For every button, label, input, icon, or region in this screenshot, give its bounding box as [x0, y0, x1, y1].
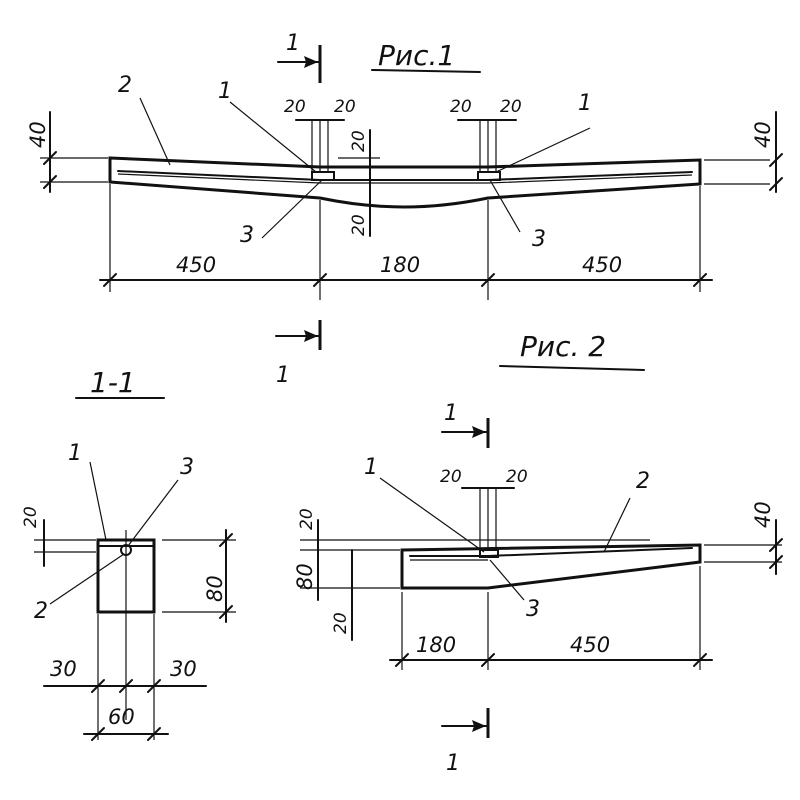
section-arrowhead-bottom	[304, 330, 318, 342]
section-plate-leader	[89, 461, 107, 541]
fig2-dim-span-a: 180	[416, 633, 456, 657]
fig2-tick-b2	[481, 653, 495, 667]
fig2-label-bar: 2	[636, 469, 650, 494]
fig1-dim-left: 450	[176, 253, 216, 277]
fig2-dim-h-total: 80	[293, 563, 317, 590]
fig2-dim-span-b: 450	[570, 633, 610, 657]
fig1-tick-tl2	[43, 175, 57, 189]
fig2-dim-top-a: 20	[440, 467, 462, 487]
fig1-weld-right-leader	[489, 179, 521, 233]
fig1-dim-thick-left-label: 40	[26, 121, 50, 148]
fig2-section-mark-top: 1	[444, 401, 458, 426]
fig2-dim-right-label: 40	[751, 501, 775, 528]
fig2-title-underline	[499, 365, 645, 371]
fig1-title: Рис.1	[378, 39, 455, 72]
section-label-plate: 1	[68, 441, 82, 466]
section-tick-w1	[91, 727, 105, 741]
fig2-label-plate: 1	[364, 455, 378, 480]
fig2-dim-h-bot: 20	[331, 612, 351, 634]
fig1-weld-left-leader	[261, 179, 323, 239]
section-tick-h2	[219, 605, 233, 619]
section-label-weld: 3	[180, 455, 194, 480]
fig2-beam-outline	[400, 543, 702, 590]
fig2-section-mark-bottom: 1	[446, 751, 460, 776]
fig1-bar	[117, 170, 693, 181]
fig1-plate-left-leader	[229, 101, 317, 173]
fig2-tick-r2	[769, 555, 783, 569]
section-tick-b2	[119, 679, 133, 693]
figure-2: Рис. 2 1 1 1 2 3 20 20	[293, 330, 783, 776]
fig2-arrowhead-bottom	[472, 720, 486, 732]
fig1-plate-right-leader	[495, 127, 591, 173]
fig1-tick-3	[481, 273, 495, 287]
fig2-dim-h-top: 20	[297, 508, 317, 530]
fig2-title: Рис. 2	[520, 330, 606, 363]
fig1-tick-tr1	[769, 153, 783, 167]
fig1-tick-1	[103, 273, 117, 287]
fig1-dim-top-d: 20	[500, 97, 522, 117]
fig1-label-plate-right: 1	[578, 91, 592, 116]
fig1-dim-top-a: 20	[284, 97, 306, 117]
fig1-label-weld-left: 3	[240, 223, 254, 248]
fig1-title-underline	[371, 69, 481, 73]
fig2-dim-top-b: 20	[506, 467, 528, 487]
fig2-arrowhead-top	[472, 426, 486, 438]
section-weld-leader	[127, 479, 179, 547]
fig1-section-mark-top: 1	[286, 31, 300, 56]
section-tick-b1	[91, 679, 105, 693]
fig1-tick-tl1	[43, 151, 57, 165]
fig1-tick-2	[313, 273, 327, 287]
fig1-plate-left	[311, 171, 335, 181]
fig2-weld-leader	[489, 559, 525, 601]
fig1-dim-thick-right-label: 40	[751, 121, 775, 148]
fig1-dim-top-c: 20	[450, 97, 472, 117]
section-dim-width-label: 60	[108, 705, 135, 729]
fig1-tick-4	[693, 273, 707, 287]
fig1-dim-v-top: 20	[349, 130, 369, 152]
fig1-label-plate-left: 1	[218, 79, 232, 104]
section-arrowhead-top	[304, 56, 318, 68]
fig1-beam-outline	[108, 156, 702, 209]
fig1-label-bar: 2	[118, 73, 132, 98]
fig1-plate-right	[477, 171, 501, 181]
fig2-label-weld: 3	[526, 597, 540, 622]
section-label-bar: 2	[34, 599, 48, 624]
section-title: 1-1	[90, 366, 136, 399]
fig2-bar-leader	[603, 497, 631, 553]
section-tick-w2	[147, 727, 161, 741]
section-tick-b3	[147, 679, 161, 693]
section-dim-height-label: 80	[203, 575, 227, 602]
section-1-1: 1-1 1 3 2 20 80 30 30	[21, 366, 236, 741]
fig1-bar-leader	[139, 97, 171, 166]
section-bar-leader	[49, 553, 125, 605]
figure-1: Рис.1 1 1 2 1 1 3 3	[26, 31, 783, 388]
fig2-tick-r1	[769, 538, 783, 552]
fig1-dim-top-b: 20	[334, 97, 356, 117]
section-dim-top-label: 20	[21, 506, 41, 528]
fig1-bar-lower	[117, 173, 693, 184]
fig1-dim-mid: 180	[380, 253, 420, 277]
fig2-tick-b1	[395, 653, 409, 667]
fig1-dim-v-bot: 20	[349, 214, 369, 236]
section-dim-right: 30	[170, 657, 197, 681]
section-tick-h1	[219, 533, 233, 547]
fig2-plate-leader	[379, 477, 485, 553]
fig1-label-weld-right: 3	[532, 227, 546, 252]
fig2-tick-b3	[693, 653, 707, 667]
fig1-section-mark-bottom: 1	[276, 363, 290, 388]
fig1-dim-right: 450	[582, 253, 622, 277]
section-dim-left: 30	[50, 657, 77, 681]
fig2-plate	[479, 549, 499, 558]
fig1-tick-tr2	[769, 177, 783, 191]
